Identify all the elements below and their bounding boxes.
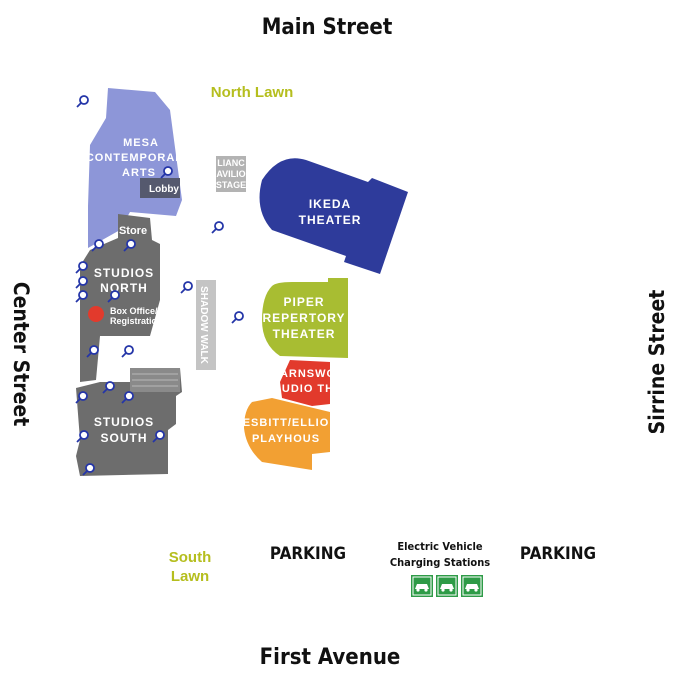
search-magnifier-icon[interactable] (102, 381, 115, 394)
search-magnifier-icon[interactable] (231, 311, 244, 324)
search-magnifier-icon[interactable] (211, 221, 224, 234)
shadow-walk[interactable]: SHADOW WALK (196, 280, 216, 370)
street-sirrine: Sirrine Street (645, 290, 669, 435)
studios-north-label-1: STUDIOS (94, 266, 154, 280)
studios-north-label-2: NORTH (100, 281, 148, 295)
search-magnifier-icon[interactable] (107, 290, 120, 303)
electric-car-icon[interactable] (411, 575, 433, 597)
search-magnifier-icon[interactable] (121, 345, 134, 358)
nesbitt-label-2: PLAYHOUS (252, 433, 320, 445)
pavilion-label-2: AVILIO (216, 169, 245, 179)
parking-right-label: PARKING (520, 544, 596, 564)
street-center: Center Street (9, 282, 33, 427)
electric-car-icon[interactable] (461, 575, 483, 597)
piper-label-2: REPERTORY (262, 311, 345, 325)
lobby-label: Lobby (149, 184, 179, 195)
ev-label-2: Charging Stations (390, 556, 490, 569)
search-magnifier-icon[interactable] (82, 463, 95, 476)
search-magnifier-icon[interactable] (121, 391, 134, 404)
ev-stations[interactable] (411, 575, 483, 597)
search-magnifier-icon[interactable] (75, 261, 88, 274)
south-lawn-label-line2: Lawn (171, 568, 209, 585)
box-office-label-1: Box Office/ (110, 306, 158, 316)
red-dot-icon (88, 306, 104, 322)
parking-left-label: PARKING (270, 544, 346, 564)
box-office[interactable]: Box Office/ Registration (88, 306, 163, 326)
studios-south[interactable]: STUDIOS SOUTH (76, 368, 182, 476)
ikeda-label-1: IKEDA (309, 197, 351, 211)
piper-repertory-theater[interactable]: PIPER REPERTORY THEATER (262, 278, 348, 358)
piper-label-3: THEATER (273, 327, 336, 341)
pavilion-label-3: STAGE (216, 180, 246, 190)
search-magnifier-icon[interactable] (76, 430, 89, 443)
search-magnifier-icon[interactable] (75, 290, 88, 303)
search-magnifier-icon[interactable] (91, 239, 104, 252)
farnsworth-label-2: UDIO TH (282, 383, 334, 395)
search-magnifier-icon[interactable] (123, 239, 136, 252)
mca-label-2: CONTEMPORARY (86, 152, 192, 164)
nesbitt-elliott-playhouse[interactable]: ESBITT/ELLIO PLAYHOUS (243, 398, 330, 470)
street-main: Main Street (262, 15, 393, 40)
nesbitt-label-1: ESBITT/ELLIO (243, 417, 330, 429)
store-label: Store (119, 225, 147, 237)
search-magnifier-icon[interactable] (76, 95, 89, 108)
search-magnifier-icon[interactable] (152, 430, 165, 443)
mca-label-1: MESA (123, 137, 159, 149)
south-lawn-label-line1: South (169, 549, 212, 566)
box-office-label-2: Registration (110, 316, 163, 326)
farnsworth-studio-theater[interactable]: ARNSWO UDIO TH (280, 360, 336, 406)
studios-north[interactable]: Store STUDIOS NORTH (80, 214, 160, 382)
piper-label-1: PIPER (283, 295, 324, 309)
search-magnifier-icon[interactable] (160, 166, 173, 179)
search-magnifier-icon[interactable] (75, 276, 88, 289)
ikeda-theater[interactable]: IKEDA THEATER (259, 158, 408, 274)
ev-label-1: Electric Vehicle (397, 540, 483, 553)
electric-car-icon[interactable] (436, 575, 458, 597)
farnsworth-label-1: ARNSWO (280, 368, 336, 380)
search-magnifier-icon[interactable] (180, 281, 193, 294)
north-lawn-label: North Lawn (211, 84, 294, 101)
street-first-avenue: First Avenue (260, 645, 401, 670)
studios-south-label-1: STUDIOS (94, 415, 154, 429)
search-magnifier-icon[interactable] (75, 391, 88, 404)
shadow-walk-label: SHADOW WALK (198, 286, 209, 365)
search-magnifier-icon[interactable] (86, 345, 99, 358)
mca-label-3: ARTS (122, 167, 156, 179)
alliance-pavilion-stage[interactable]: LIANC AVILIO STAGE (216, 156, 246, 192)
mesa-contemporary-arts[interactable]: MESA CONTEMPORARY ARTS Lobby (86, 88, 192, 248)
studios-south-label-2: SOUTH (101, 431, 148, 445)
ikeda-label-2: THEATER (299, 213, 362, 227)
pavilion-label-1: LIANC (217, 158, 245, 168)
